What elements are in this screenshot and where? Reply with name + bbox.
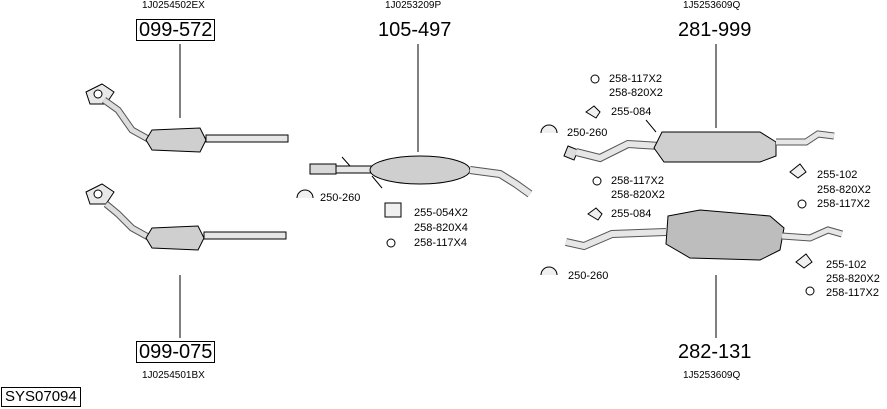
oem-number-front-top: 1J0254502EX: [142, 0, 205, 11]
bracket-icon-rear-top-tail: [789, 163, 807, 179]
part-number-middle[interactable]: 105-497: [378, 19, 452, 41]
ref-rear-bottom-tail-ring[interactable]: 258-117X2: [826, 287, 880, 299]
part-number-front-top[interactable]: 099-572: [136, 19, 216, 41]
ring-icon-rear-top-2: [592, 176, 602, 186]
rear-silencer-bottom-drawing: [565, 209, 843, 261]
bracket-icon-rear-top-2: [587, 207, 603, 221]
ref-rear-top-bracket-2[interactable]: 255-084: [611, 208, 652, 220]
oem-number-rear-bottom: 1J5253609Q: [683, 370, 741, 381]
oem-number-front-bottom: 1J0254501BX: [142, 370, 205, 381]
part-number-rear-top[interactable]: 281-999: [678, 19, 752, 41]
part-number-front-bottom[interactable]: 099-075: [136, 341, 216, 363]
system-code-badge: SYS07094: [1, 387, 81, 407]
ref-rear-bottom-tail-bolt[interactable]: 258-820X2: [826, 273, 880, 285]
ref-rear-top-ring[interactable]: 258-117X2: [609, 73, 663, 85]
oem-number-rear-top: 1J5253609Q: [683, 0, 741, 11]
bracket-icon-rear-bottom-tail: [795, 253, 813, 269]
ref-rear-bottom-tail-bracket[interactable]: 255-102: [826, 259, 867, 271]
ref-rear-top-hanger[interactable]: 250-260: [567, 127, 608, 139]
ref-rear-top-tail-bolt[interactable]: 258-820X2: [817, 184, 871, 196]
clamp-icon-middle: [384, 202, 402, 218]
ring-icon-rear-top-tail: [797, 199, 807, 209]
part-number-rear-bottom[interactable]: 282-131: [678, 341, 752, 363]
rear-silencer-top-drawing: [563, 119, 835, 163]
ref-middle-bolt[interactable]: 258-820X4: [414, 222, 468, 234]
ref-middle-ring[interactable]: 258-117X4: [414, 237, 468, 249]
ref-middle-hanger[interactable]: 250-260: [320, 192, 361, 204]
ref-rear-top-tail-ring[interactable]: 258-117X2: [817, 198, 871, 210]
ref-middle-clamp[interactable]: 255-054X2: [414, 207, 468, 219]
ring-icon-rear-top: [590, 74, 600, 84]
ref-rear-top-bolt-2[interactable]: 258-820X2: [611, 189, 665, 201]
middle-silencer-drawing: [309, 155, 533, 198]
ref-rear-top-tail-bracket[interactable]: 255-102: [817, 169, 858, 181]
bracket-icon-rear-top: [585, 105, 601, 119]
ring-icon-middle: [386, 238, 396, 248]
ref-rear-top-bolt[interactable]: 258-820X2: [609, 87, 663, 99]
ref-rear-bottom-hanger[interactable]: 250-260: [568, 270, 609, 282]
hanger-icon-rear-top: [540, 124, 558, 134]
ring-icon-rear-bottom-tail: [805, 286, 815, 296]
ref-rear-top-bracket[interactable]: 255-084: [611, 106, 652, 118]
ref-rear-top-ring-2[interactable]: 258-117X2: [611, 175, 665, 187]
hanger-icon-middle: [296, 189, 314, 199]
hanger-icon-rear-bottom: [540, 266, 558, 276]
front-pipe-bottom-drawing: [85, 183, 287, 251]
oem-number-middle: 1J0253209P: [385, 0, 442, 11]
front-pipe-top-drawing: [85, 83, 289, 153]
